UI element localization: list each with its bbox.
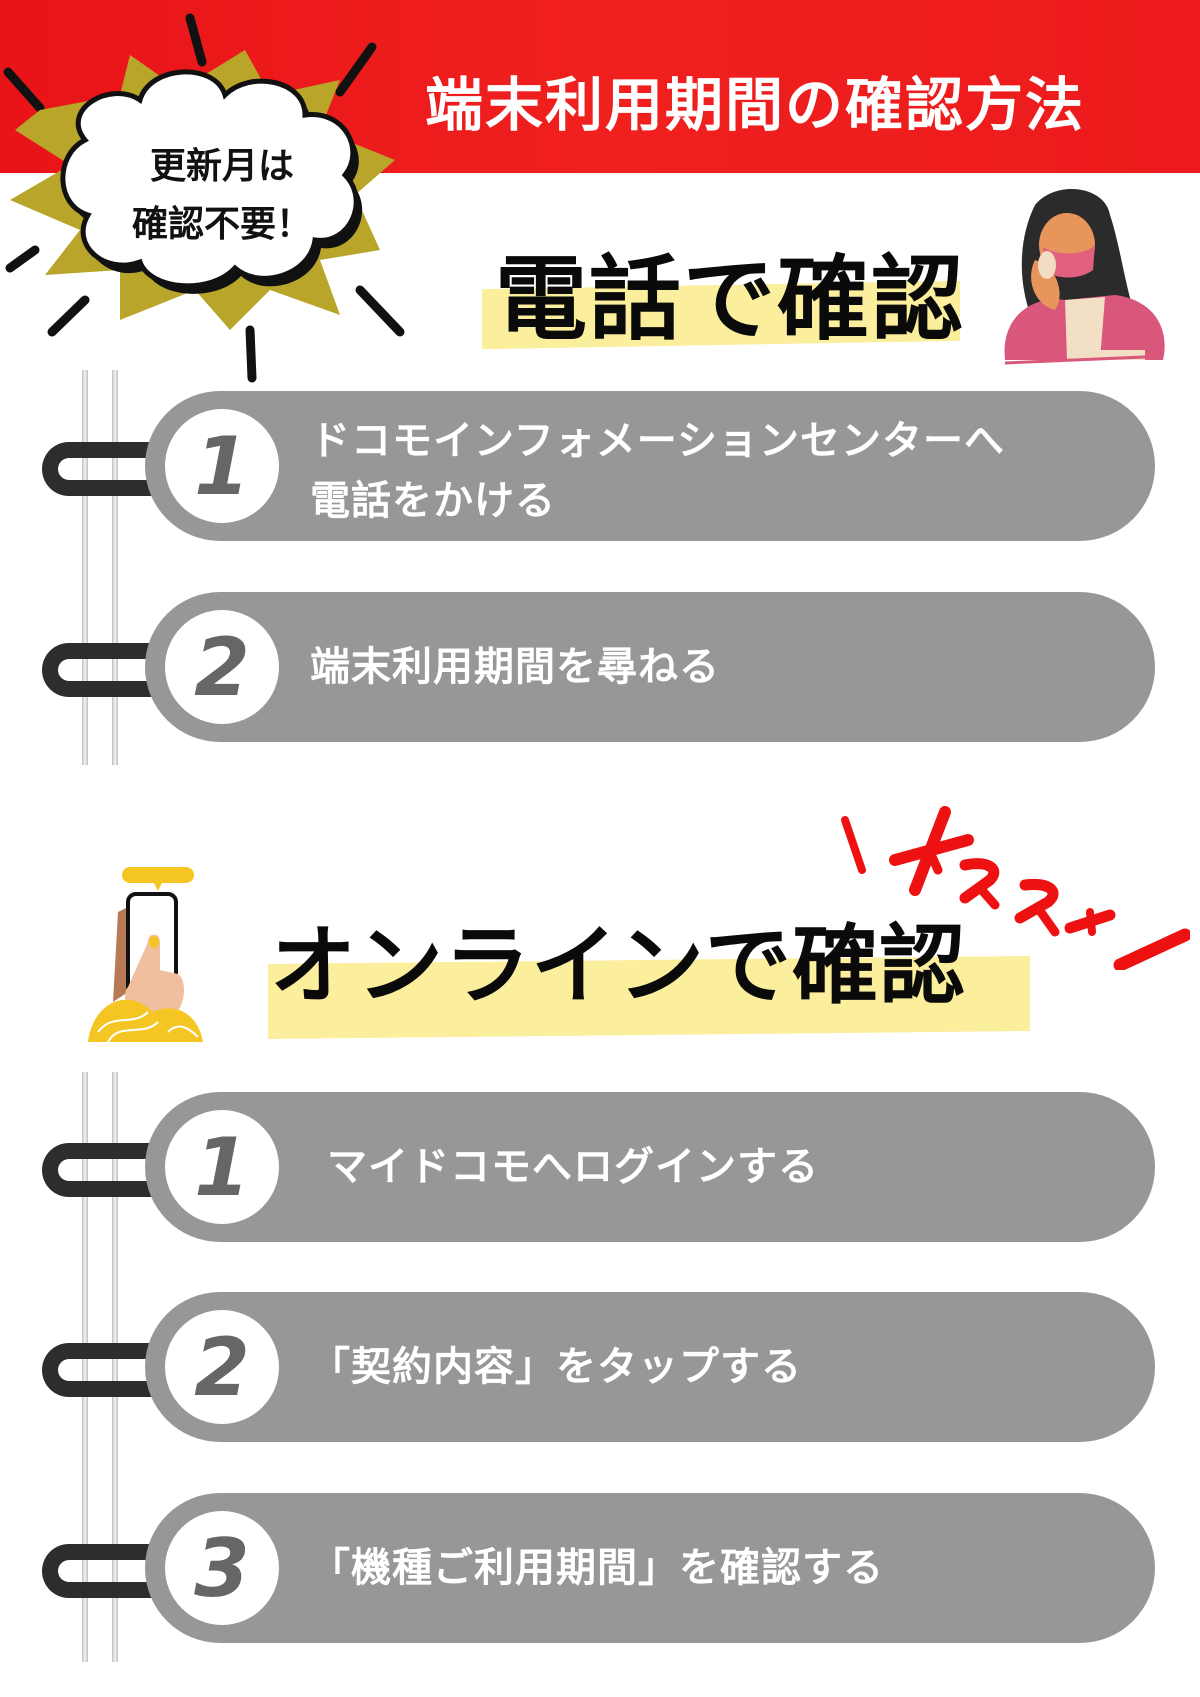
step-number-badge: 1 (165, 409, 279, 523)
step-text: ドコモインフォメーションセンターへ 電話をかける (310, 391, 1005, 531)
phone-step-1: 1 ドコモインフォメーションセンターへ 電話をかける (145, 391, 1155, 541)
burst-callout-graphic (3, 13, 405, 383)
spine-line-right (112, 1072, 118, 1662)
ring-hook-icon (42, 643, 157, 697)
step-text: 「機種ご利用期間」を確認する (310, 1545, 884, 1591)
phone-step-2: 2 端末利用期間を尋ねる (145, 592, 1155, 742)
ring-hook-icon (42, 1343, 157, 1397)
osusume-recommend-badge: オススメ (820, 790, 1190, 970)
online-step-3: 3 「機種ご利用期間」を確認する (145, 1493, 1155, 1643)
step-text-line-2: 電話をかける (310, 478, 556, 524)
ring-hook-icon (42, 1143, 157, 1197)
phone-section-heading: 電話で確認 (495, 246, 966, 353)
svg-text:オススメ: オススメ (820, 790, 824, 791)
callout-line-1: 更新月は (149, 146, 294, 187)
step-text: 「契約内容」をタップする (310, 1344, 802, 1390)
spine-line-left (82, 1072, 88, 1662)
step-number-badge: 3 (165, 1511, 279, 1625)
callout-text: 更新月は 確認不要！ (112, 138, 332, 254)
ring-hook-icon (42, 1544, 157, 1598)
spine-line-right (112, 370, 118, 765)
ring-hook-icon (42, 442, 157, 496)
step-number-badge: 2 (165, 610, 279, 724)
step-text-line-1: ドコモインフォメーションセンターへ (310, 418, 1005, 464)
online-step-1: 1 マイドコモへログインする (145, 1092, 1155, 1242)
step-number-badge: 1 (165, 1110, 279, 1224)
page-title: 端末利用期間の確認方法 (425, 71, 1086, 139)
spine-line-left (82, 370, 88, 765)
step-text: 端末利用期間を尋ねる (310, 644, 720, 690)
online-section-heading: オンラインで確認 (270, 916, 966, 1016)
step-number-badge: 2 (165, 1310, 279, 1424)
hand-holding-smartphone-illustration (88, 867, 203, 1042)
woman-on-phone-illustration (1004, 188, 1165, 365)
step-text: マイドコモへログインする (327, 1144, 819, 1190)
online-step-2: 2 「契約内容」をタップする (145, 1292, 1155, 1442)
callout-line-2: 確認不要！ (131, 204, 312, 245)
